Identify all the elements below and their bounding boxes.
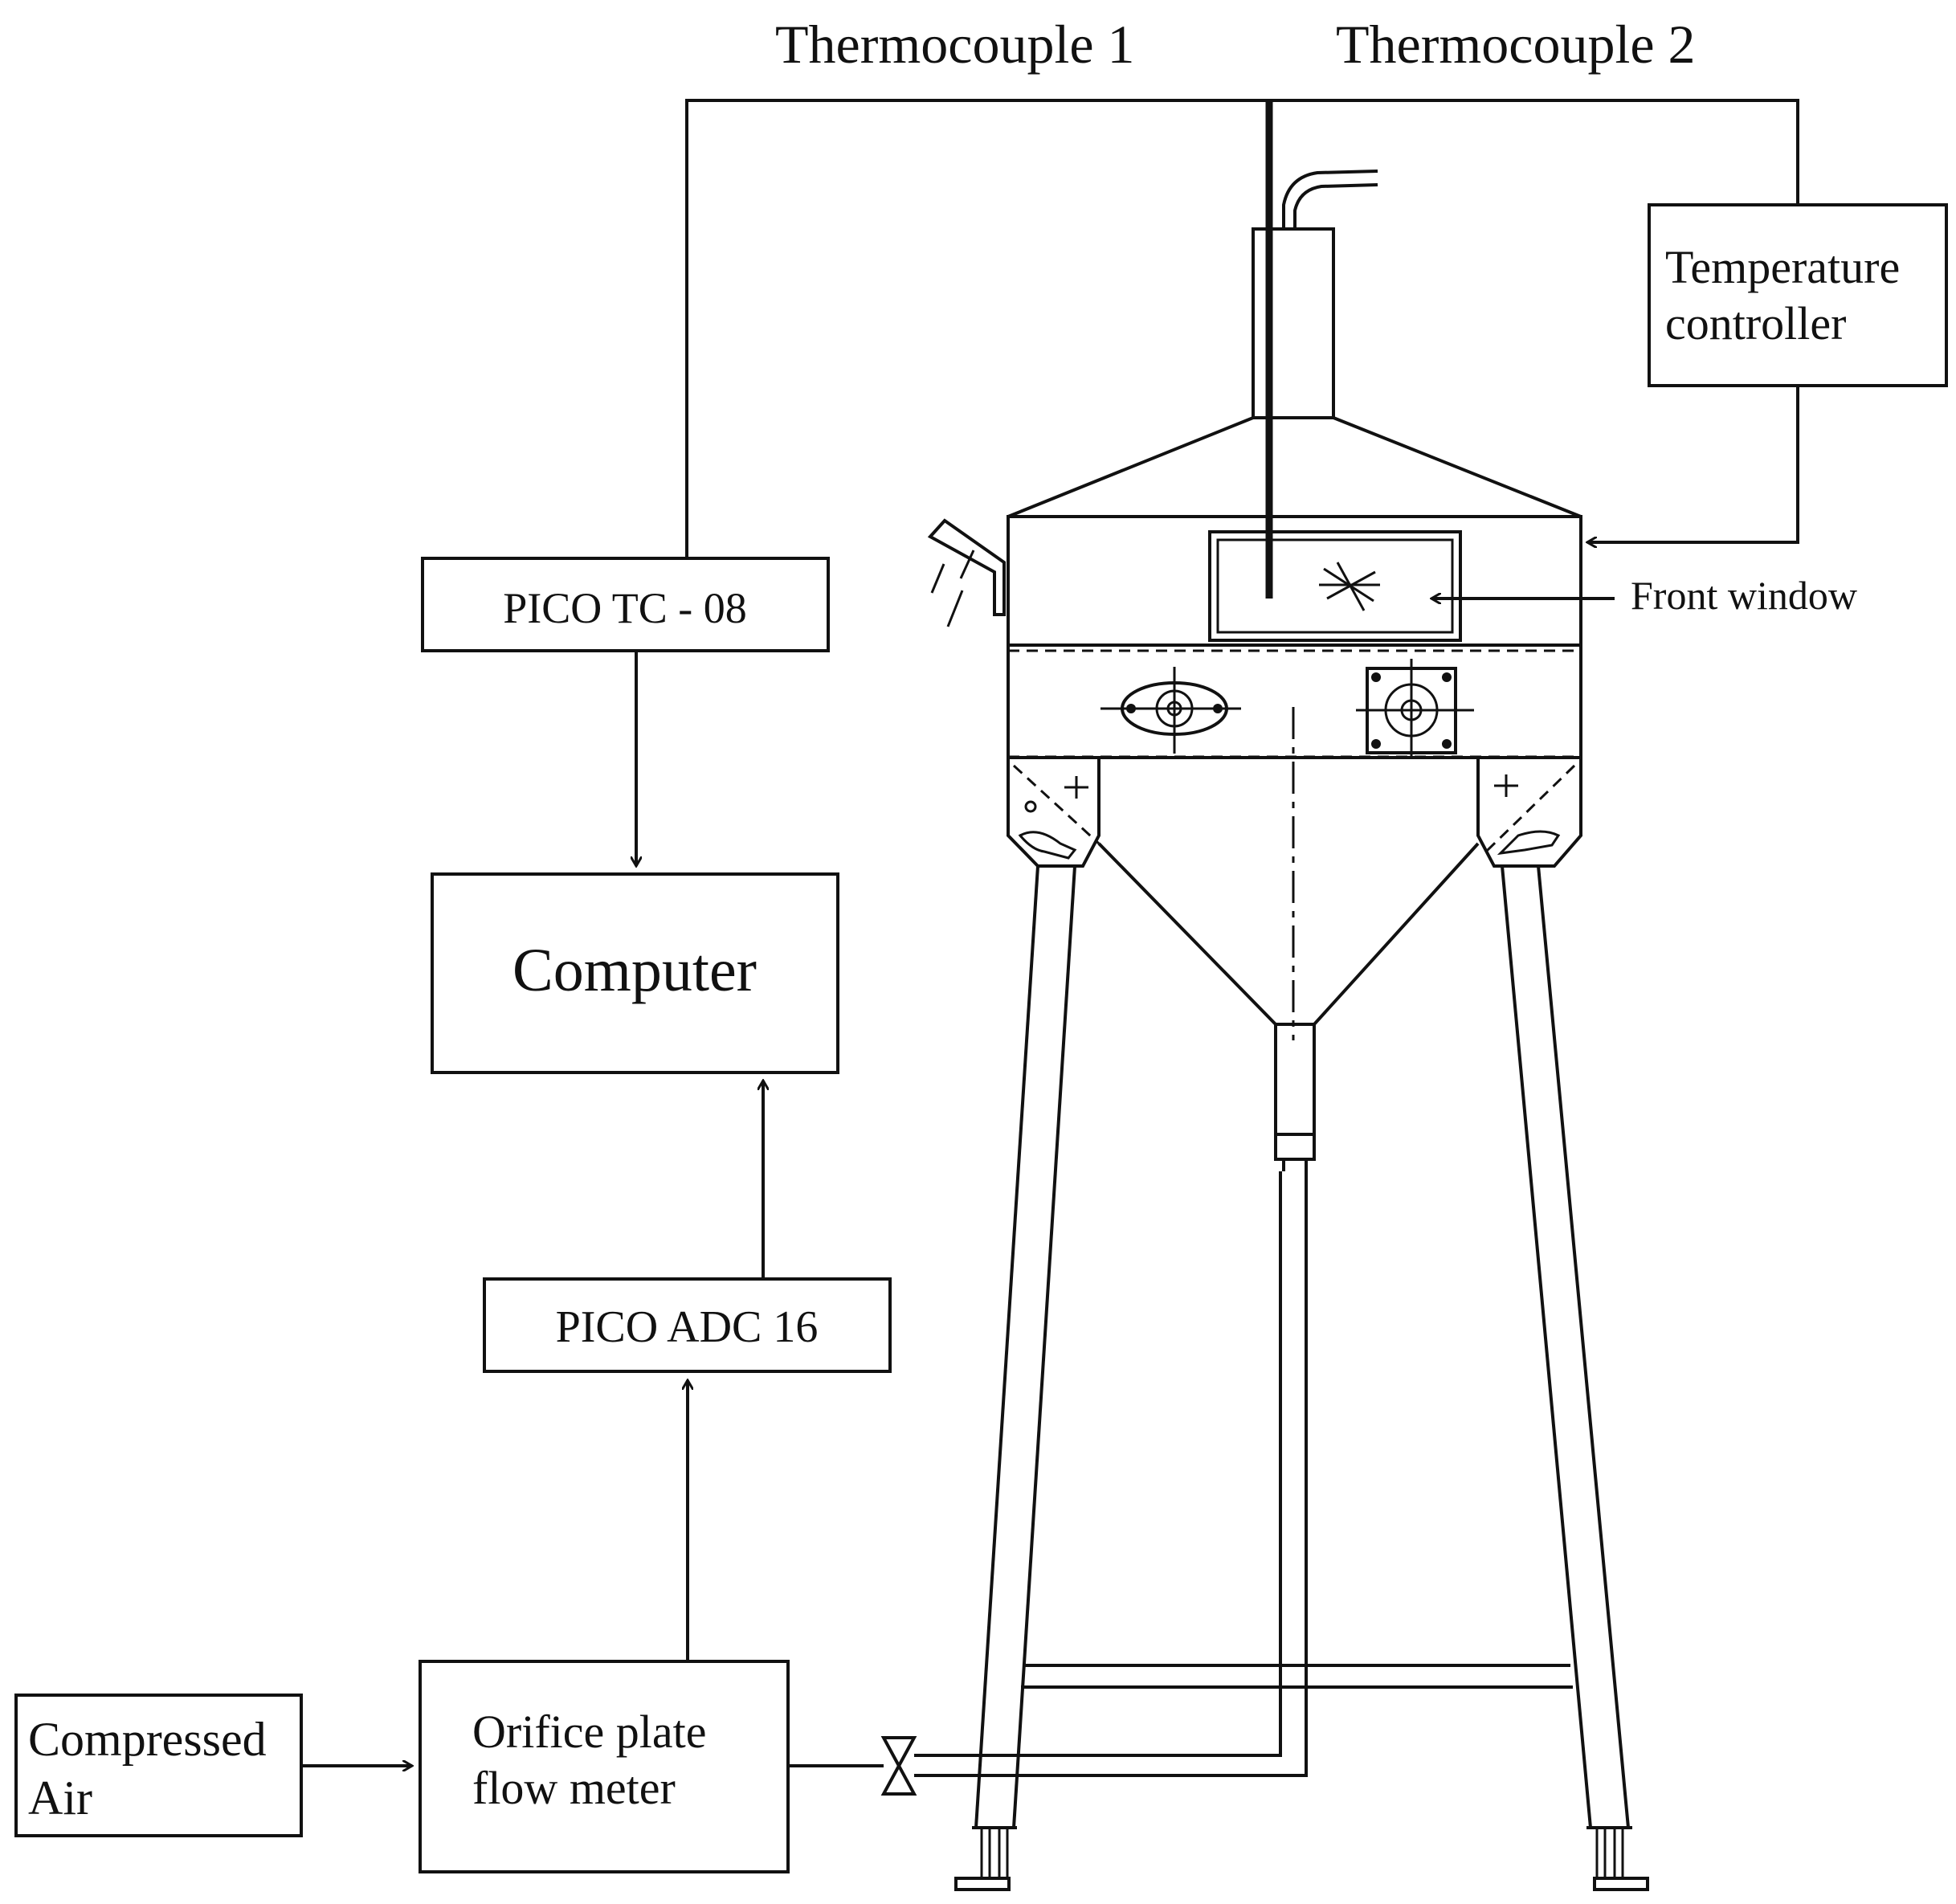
- pico-adc-16-label: PICO ADC 16: [556, 1302, 819, 1352]
- pico-tc-08-label: PICO TC - 08: [503, 584, 747, 632]
- apparatus: Front window: [927, 170, 1857, 1891]
- valve-icon: [880, 1736, 917, 1796]
- thermocouple-wiring: [685, 99, 1799, 599]
- conical-bottom: [1097, 842, 1480, 1026]
- orifice-plate-flow-meter-box: Orifice plate flow meter: [419, 1660, 790, 1873]
- temperature-controller-box: Temperature controller: [1648, 203, 1948, 387]
- pico-tc-08-box: PICO TC - 08: [421, 557, 830, 652]
- front-window-label: Front window: [1631, 573, 1857, 618]
- thermocouple-probe: [1282, 170, 1378, 229]
- bottom-outlet: [1274, 1023, 1316, 1161]
- computer-box: Computer: [431, 872, 839, 1074]
- temperature-controller-label-line1: Temperature: [1665, 241, 1900, 293]
- left-leg: [954, 865, 1076, 1891]
- compressed-air-box: Compressed Air: [14, 1694, 303, 1837]
- thermocouple-2-label: Thermocouple 2: [1336, 14, 1696, 75]
- right-bracket: [1476, 756, 1582, 868]
- left-flange: [1101, 667, 1241, 754]
- side-port: [927, 518, 1006, 627]
- front-window: [1208, 530, 1462, 642]
- right-leg: [1501, 865, 1649, 1891]
- compressed-air-label-line2: Air: [28, 1771, 92, 1824]
- air-supply-line: [788, 1171, 1308, 1777]
- compressed-air-label-line1: Compressed: [28, 1713, 267, 1766]
- right-flange: [1356, 659, 1474, 759]
- cross-brace: [1021, 1664, 1573, 1689]
- orifice-label-line1: Orifice plate: [472, 1706, 706, 1758]
- thermocouple-1-label: Thermocouple 1: [775, 14, 1135, 75]
- exhaust-chimney: [1252, 227, 1335, 419]
- temperature-controller-label-line2: controller: [1665, 297, 1846, 349]
- orifice-label-line2: flow meter: [472, 1762, 676, 1814]
- hood: [1007, 416, 1582, 518]
- pico-adc-16-box: PICO ADC 16: [483, 1277, 892, 1373]
- left-bracket: [1007, 756, 1101, 868]
- computer-label: Computer: [512, 937, 757, 1004]
